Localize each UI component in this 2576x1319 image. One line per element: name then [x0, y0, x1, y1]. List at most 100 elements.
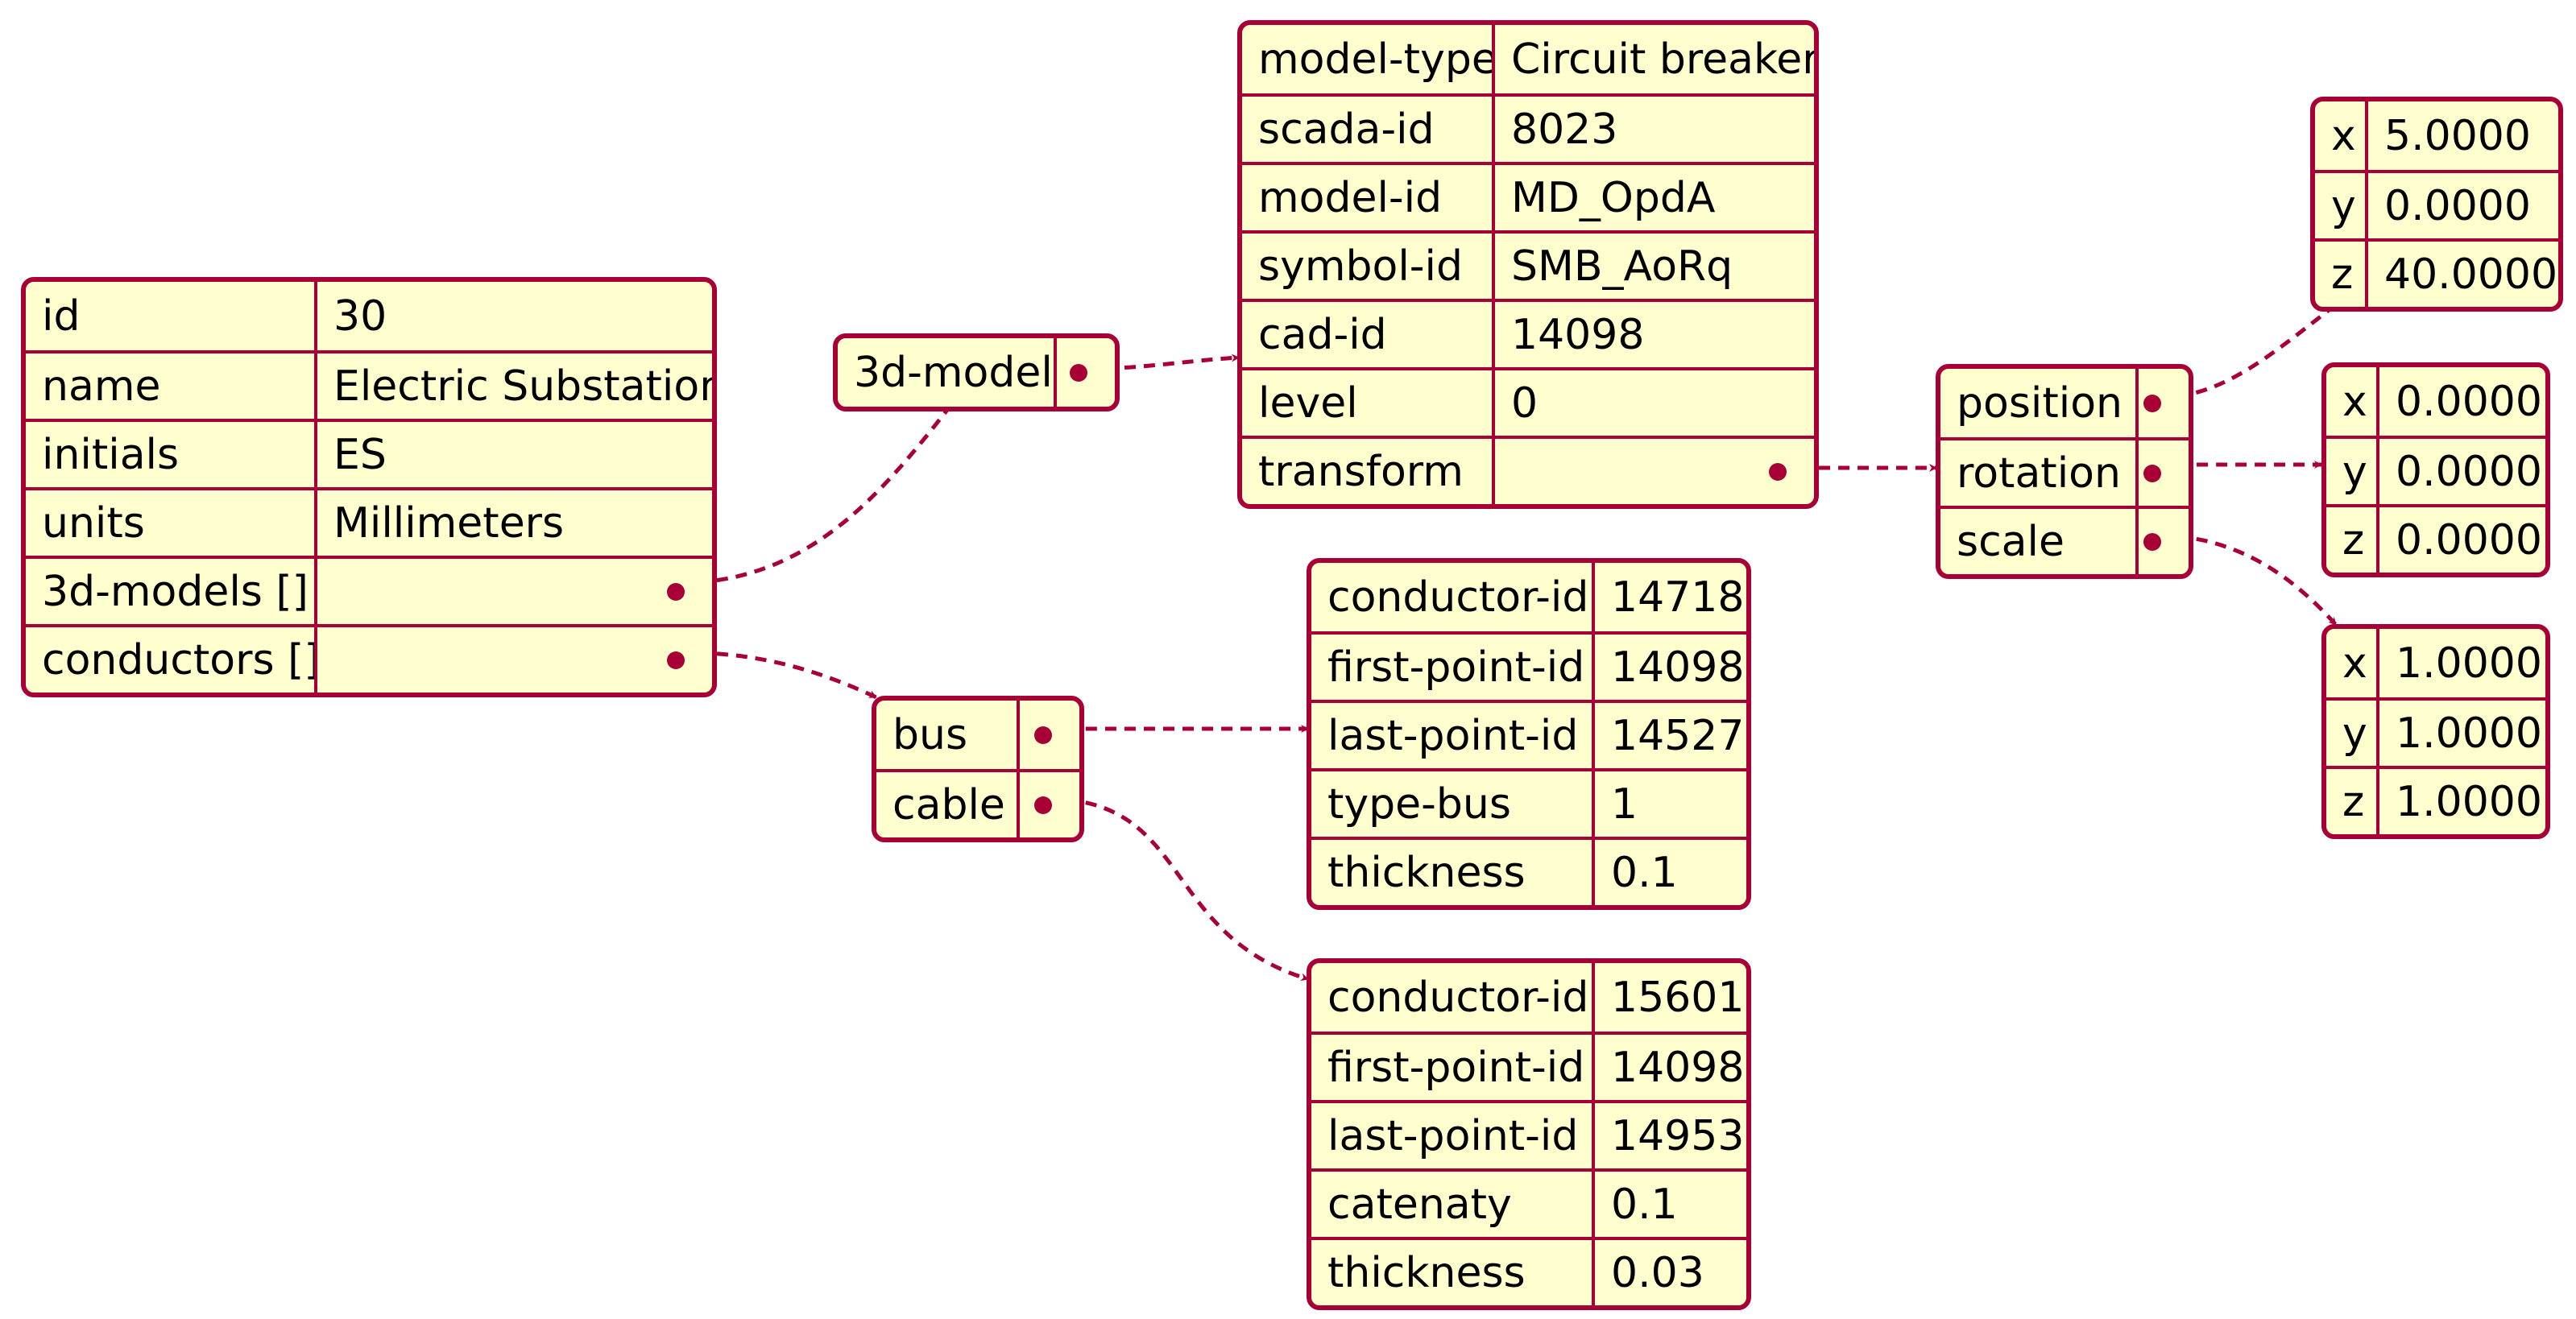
field-value: 14098 — [1511, 310, 1645, 359]
field-value: Millimeters — [333, 498, 565, 548]
field-value: 14098 — [1611, 643, 1745, 692]
field-key: conductor-id — [1311, 563, 1595, 631]
field-value — [1020, 772, 1079, 837]
field-value — [2139, 509, 2189, 574]
edge-models-array — [677, 401, 955, 585]
field-key: x — [2315, 101, 2368, 170]
field-value: 14527 — [1611, 711, 1745, 760]
field-row: conductor-id 14718 — [1311, 563, 1746, 631]
field-value: 0.0000 — [2396, 515, 2542, 564]
field-row: cable — [876, 769, 1079, 837]
field-key: model-type — [1242, 25, 1495, 93]
field-value — [317, 627, 712, 693]
field-row: y 0.0000 — [2326, 436, 2545, 504]
field-row: first-point-id 14098 — [1311, 1032, 1746, 1100]
reference-dot-icon — [667, 582, 685, 601]
field-value: 0.1 — [1611, 1180, 1678, 1229]
field-value: SMB_AoRq — [1511, 242, 1733, 291]
field-key: x — [2326, 367, 2379, 436]
field-row: z 1.0000 — [2326, 766, 2545, 834]
field-key: id — [26, 282, 317, 350]
field-value: ES — [333, 430, 387, 479]
field-key: symbol-id — [1242, 234, 1495, 299]
field-key: thickness — [1311, 840, 1595, 905]
field-value: 1.0000 — [2396, 777, 2542, 826]
field-key: z — [2326, 769, 2379, 834]
field-key: position — [1940, 369, 2139, 437]
reference-dot-icon — [667, 651, 685, 669]
field-value: 14098 — [1611, 1043, 1745, 1092]
field-value: MD_OpdA — [1511, 173, 1716, 222]
field-key: conductor-id — [1311, 963, 1595, 1032]
field-value: 0.0000 — [2396, 377, 2542, 426]
field-row: rotation — [1940, 437, 2189, 506]
field-row: conductors [] — [26, 624, 712, 693]
field-row: position — [1940, 369, 2189, 437]
field-value: 30 — [333, 292, 387, 341]
node-bus: conductor-id 14718 first-point-id 14098 last… — [1307, 558, 1751, 910]
field-value: Electric Substation — [333, 362, 712, 411]
field-row: name Electric Substation — [26, 350, 712, 419]
field-key: 3d-model — [838, 338, 1057, 407]
field-row: units Millimeters — [26, 487, 712, 556]
field-key: x — [2326, 629, 2379, 697]
field-row: bus — [876, 701, 1079, 769]
field-row: level 0 — [1242, 367, 1814, 436]
field-key: type-bus — [1311, 771, 1595, 837]
reference-dot-icon — [1769, 462, 1787, 481]
reference-dot-icon — [1070, 363, 1087, 382]
field-row: first-point-id 14098 — [1311, 631, 1746, 700]
field-key: level — [1242, 370, 1495, 436]
reference-dot-icon — [1034, 726, 1052, 744]
field-key: bus — [876, 701, 1020, 769]
field-value: Circuit breaker — [1511, 35, 1814, 84]
field-key: y — [2315, 173, 2368, 238]
field-row: model-type Circuit breaker — [1242, 25, 1814, 93]
field-value: 14718 — [1611, 573, 1745, 622]
field-key: units — [26, 490, 317, 556]
field-value: 14953 — [1611, 1111, 1745, 1160]
field-key: first-point-id — [1311, 635, 1595, 700]
field-value — [1020, 701, 1079, 769]
reference-dot-icon — [2143, 532, 2161, 551]
field-value: 40.0000 — [2384, 250, 2558, 299]
reference-dot-icon — [1034, 796, 1052, 814]
field-key: z — [2315, 242, 2368, 307]
field-key: 3d-models [] — [26, 559, 317, 624]
field-value: 0.0000 — [2396, 447, 2542, 496]
field-key: y — [2326, 439, 2379, 504]
field-key: thickness — [1311, 1240, 1595, 1305]
field-key: rotation — [1940, 440, 2139, 506]
field-row: symbol-id SMB_AoRq — [1242, 230, 1814, 299]
reference-dot-icon — [2143, 464, 2161, 482]
field-value: 0 — [1511, 378, 1539, 428]
field-key: name — [26, 354, 317, 419]
field-key: cable — [876, 772, 1020, 837]
field-value — [1057, 338, 1115, 407]
field-value: 5.0000 — [2384, 111, 2531, 160]
field-value — [1495, 439, 1814, 504]
field-row: scale — [1940, 506, 2189, 574]
field-value — [2139, 440, 2189, 506]
field-key: first-point-id — [1311, 1035, 1595, 1100]
field-key: last-point-id — [1311, 1103, 1595, 1168]
field-row: transform — [1242, 436, 1814, 504]
